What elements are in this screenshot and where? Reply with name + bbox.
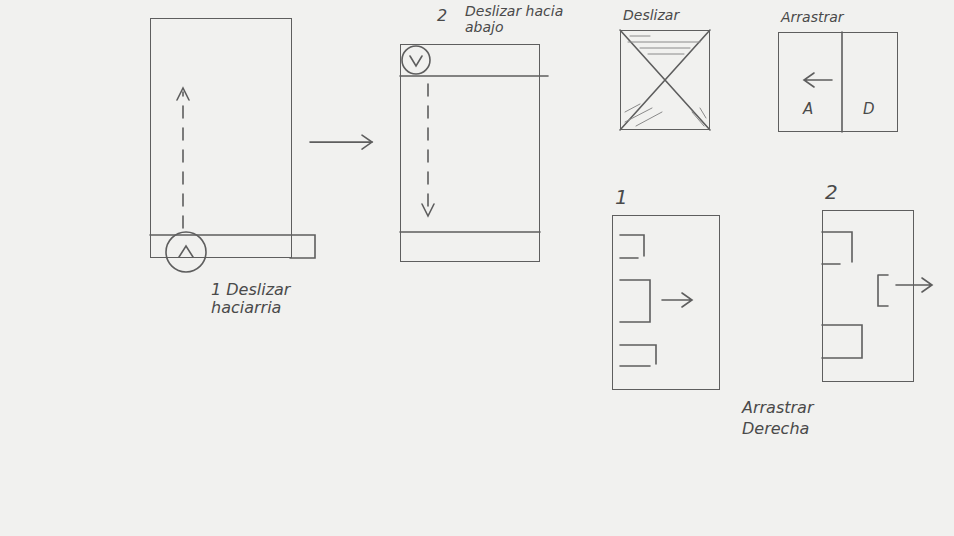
sketch-label: A (803, 101, 823, 118)
gesture-panel: Deslizar (620, 30, 710, 130)
gesture-caption: Arrastrar Derecha (742, 398, 842, 440)
flow-arrow (310, 135, 372, 149)
gesture-panel: ArrastrarAD (778, 32, 898, 132)
phone-screen: 1 Deslizar haciarria (150, 18, 292, 258)
sketch-label: 2 (825, 181, 845, 204)
sketch-label: 2 (437, 7, 461, 25)
sketch-label: 1 (615, 186, 635, 209)
sketch-label: D (863, 101, 883, 118)
sketch-label: Deslizar (623, 7, 733, 23)
gesture-panel: 2 (822, 210, 914, 382)
sketch-label: 1 Deslizar haciarria (211, 281, 331, 318)
sketch-label: Deslizar hacia abajo (465, 3, 577, 35)
sketch-label: Arrastrar (781, 9, 901, 25)
phone-screen: 2Deslizar hacia abajo (400, 44, 540, 262)
gesture-panel: 1 (612, 215, 720, 390)
